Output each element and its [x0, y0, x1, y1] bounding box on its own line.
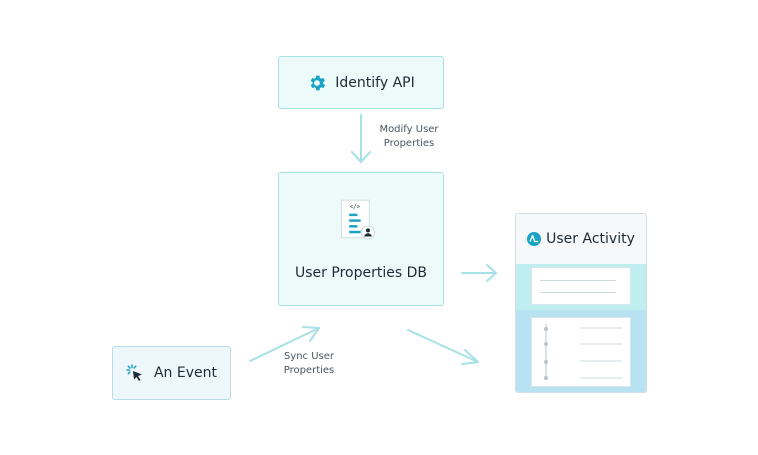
code-glyph: </> [350, 205, 361, 211]
timeline-graphic [544, 324, 622, 380]
event-node: An Event [112, 346, 231, 400]
placeholder-line [540, 280, 616, 281]
activity-card-timeline [531, 317, 631, 387]
arrow-modify [351, 114, 371, 163]
modify-caption-line1: Modify User [379, 124, 439, 135]
amplitude-logo-icon [527, 232, 542, 246]
user-activity-panel: User Activity [515, 213, 647, 393]
arrow-sync [249, 326, 320, 362]
identify-api-label: Identify API [335, 74, 415, 91]
arrow-db-down [407, 329, 479, 365]
activity-band-top [516, 264, 646, 310]
click-cursor-icon [126, 364, 142, 381]
user-activity-header: User Activity [516, 214, 646, 264]
user-activity-label: User Activity [546, 231, 635, 247]
identify-api-node: Identify API [278, 56, 444, 109]
sync-caption-line1: Sync User [283, 351, 335, 362]
modify-caption-line2: Properties [383, 138, 435, 149]
activity-band-timeline [516, 310, 646, 392]
modify-caption: Modify User Properties [372, 123, 446, 151]
placeholder-line [540, 292, 616, 293]
gear-icon [310, 75, 326, 90]
sync-caption-line2: Properties [283, 365, 335, 376]
document-user-icon: </> [341, 199, 375, 240]
arrow-to-activity [461, 264, 497, 282]
user-properties-db-label: User Properties DB [295, 265, 427, 281]
sync-caption: Sync User Properties [276, 350, 342, 378]
user-properties-db-node: </> User Properties DB [278, 172, 444, 306]
activity-card-summary [531, 267, 631, 305]
event-label: An Event [153, 365, 217, 381]
